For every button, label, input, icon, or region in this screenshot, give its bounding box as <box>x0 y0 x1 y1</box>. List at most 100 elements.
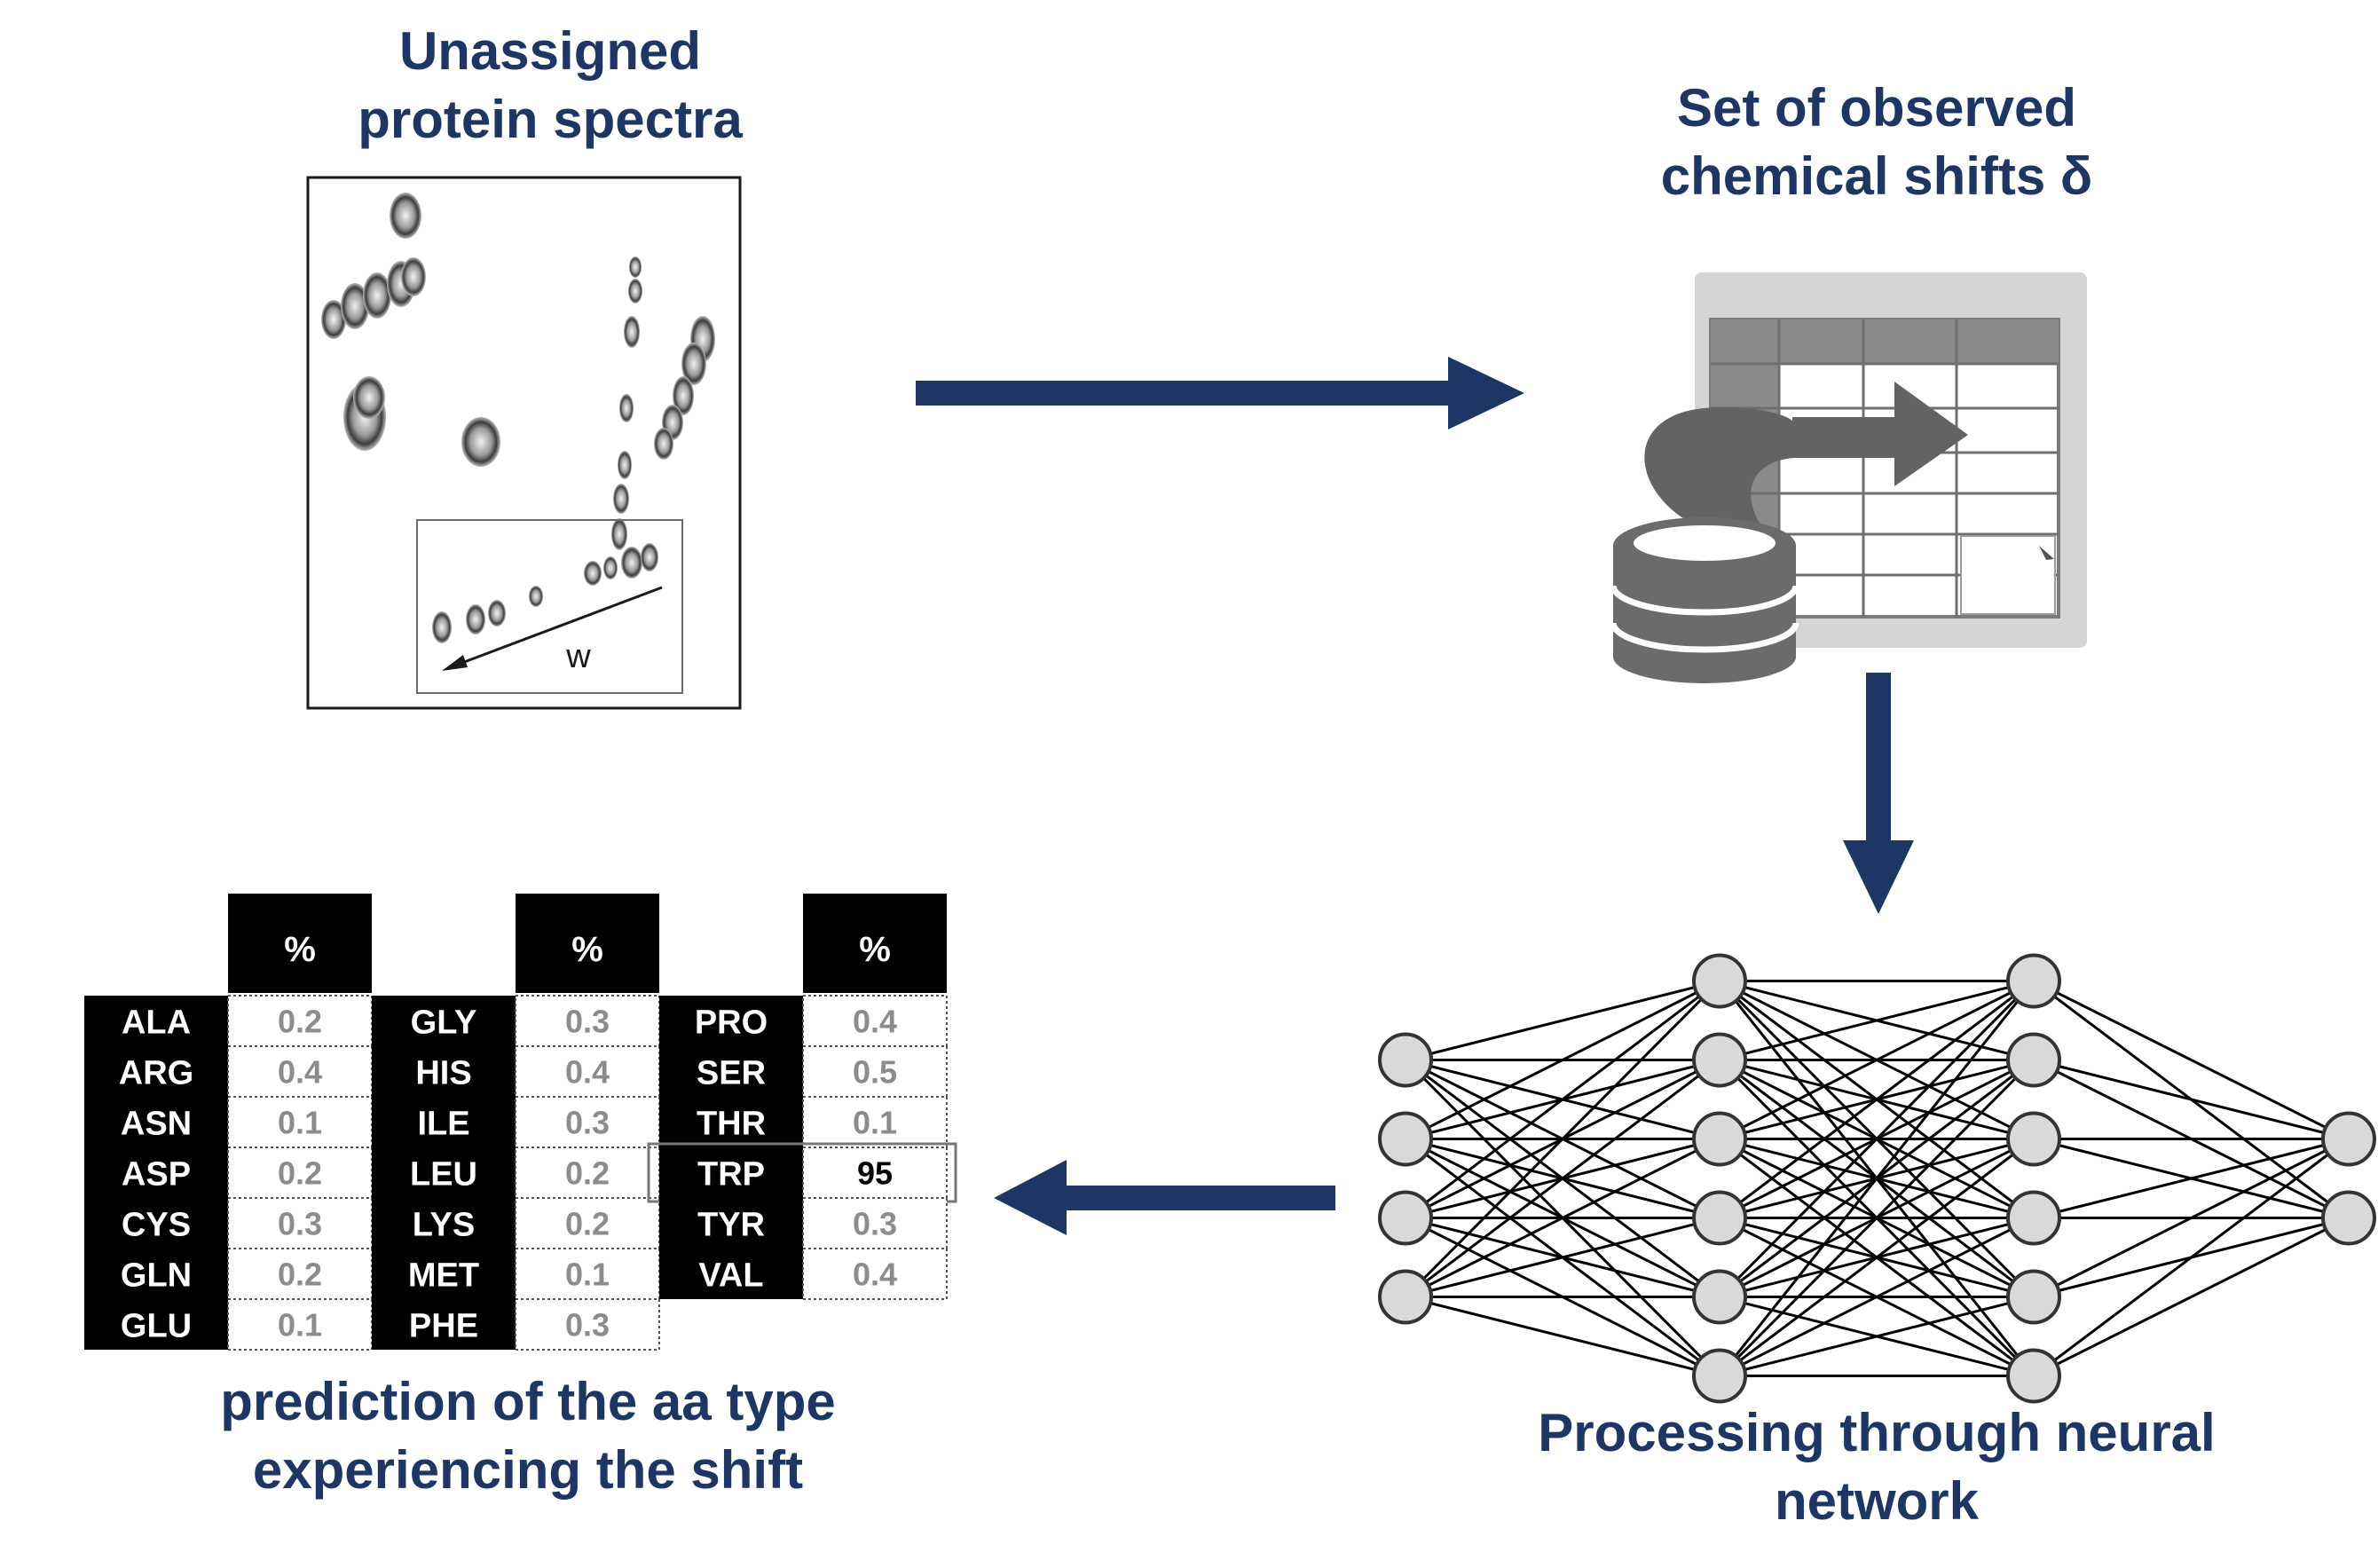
table-name-cell <box>372 1046 516 1097</box>
network-edge <box>2033 980 2350 1140</box>
probability-value: 0.1 <box>565 1257 610 1293</box>
amino-acid-label: PHE <box>409 1308 478 1345</box>
caption-shifts: Set of observed chemical shifts δ <box>1571 75 2183 211</box>
network-node-layer-2 <box>1692 1032 1747 1088</box>
table-name-cell <box>372 1249 516 1299</box>
spectrum-peak <box>673 376 694 415</box>
network-node-layer-2 <box>1692 1111 1747 1167</box>
spectrum-peak <box>584 561 602 586</box>
probability-value: 0.2 <box>565 1206 610 1242</box>
spectrum-peak <box>641 543 658 571</box>
table-value-cell <box>227 1096 373 1148</box>
amino-acid-label: GLY <box>411 1005 477 1042</box>
probability-value: 0.3 <box>565 1307 610 1343</box>
database-cylinder-icon <box>1610 517 1799 683</box>
table-value-cell <box>227 995 373 1047</box>
table-name-cell <box>372 1198 516 1249</box>
table-value-cell <box>227 1197 373 1249</box>
database-spreadsheet-icon <box>1610 272 2087 683</box>
network-node-layer-1 <box>1378 1269 1433 1325</box>
spectrum-peaks <box>321 193 715 550</box>
network-edge <box>1719 980 2035 1219</box>
network-node-layer-2 <box>1692 953 1747 1009</box>
spectrum-peak <box>611 518 627 550</box>
table-name-cell <box>372 1147 516 1198</box>
amino-acid-label: VAL <box>698 1257 763 1295</box>
network-edge <box>2033 1217 2350 1377</box>
probability-value: 0.3 <box>565 1105 610 1141</box>
table-name-cell <box>84 1249 228 1299</box>
spectrum-peak <box>654 428 673 460</box>
spectrum-peak <box>529 586 543 607</box>
network-edge <box>2033 1138 2350 1377</box>
table-name-cell <box>659 1198 803 1249</box>
amino-acid-label: THR <box>697 1106 766 1143</box>
probability-value: 95 <box>857 1155 893 1192</box>
network-edge <box>1718 980 2035 1298</box>
spectrum-peak <box>432 611 452 643</box>
amino-acid-label: GLU <box>121 1308 192 1345</box>
table-name-cell <box>659 1097 803 1147</box>
amino-acid-label: ALA <box>122 1005 191 1042</box>
network-edge <box>1405 980 1721 1219</box>
curved-arrow-icon <box>1644 382 1968 532</box>
spectrum-peak <box>401 257 426 296</box>
table-name-cell <box>372 1097 516 1147</box>
network-edge <box>1719 980 2035 1140</box>
amino-acid-label: LEU <box>410 1156 477 1194</box>
table-name-cell <box>84 996 228 1046</box>
network-edge <box>1405 1138 1721 1298</box>
amino-acid-label: MET <box>408 1257 479 1295</box>
table-value-cell <box>227 1146 373 1199</box>
probability-value: 0.1 <box>278 1307 322 1343</box>
probability-value: 0.1 <box>853 1105 897 1141</box>
flow-arrows <box>916 357 1914 1235</box>
table-value-cell <box>802 1248 948 1300</box>
neural-network-edges <box>1404 980 2350 1377</box>
network-edge <box>1405 1059 1721 1298</box>
table-name-cell <box>84 1198 228 1249</box>
spectrum-peak <box>466 604 485 634</box>
network-node-layer-2 <box>1692 1348 1747 1404</box>
arrow-right-icon <box>916 357 1524 429</box>
table-name-cell <box>372 996 516 1046</box>
network-node-layer-2 <box>1692 1269 1747 1325</box>
table-value-cell <box>802 1197 948 1249</box>
caption-shifts-line1: Set of observed <box>1676 78 2077 138</box>
table-value-cell <box>802 995 948 1047</box>
amino-acid-label: SER <box>697 1055 766 1092</box>
spectrum-peak <box>619 394 634 422</box>
table-name-cell <box>372 1299 516 1350</box>
spectrum-peak <box>321 300 346 339</box>
amino-acid-label: GLN <box>121 1257 192 1295</box>
probability-value: 0.3 <box>278 1206 322 1242</box>
neural-network-nodes <box>1378 953 2376 1404</box>
table-header-cell <box>803 894 947 993</box>
table-name-cell <box>84 1147 228 1198</box>
caption-network-line2: network <box>1774 1470 1980 1531</box>
network-edge <box>2033 1059 2350 1140</box>
probability-value: 0.2 <box>278 1257 322 1293</box>
w-axis-label: w <box>565 638 591 675</box>
network-node-layer-1 <box>1378 1190 1433 1246</box>
table-header-percent: % <box>284 930 316 969</box>
caption-prediction-line1: prediction of the aa type <box>220 1372 836 1431</box>
table-name-cell <box>659 996 803 1046</box>
amino-acid-label: ARG <box>119 1055 193 1092</box>
zoom-box-peaks <box>432 543 658 643</box>
w-axis-arrowhead <box>442 655 468 671</box>
network-edge <box>1718 1059 2035 1377</box>
amino-acid-label: ASP <box>122 1156 191 1194</box>
caption-spectra-line1: Unassigned <box>398 21 702 81</box>
table-name-cell <box>84 1097 228 1147</box>
network-node-layer-1 <box>1378 1032 1433 1088</box>
spectrum-peak <box>353 376 385 419</box>
table-value-cell <box>515 1197 660 1249</box>
cylinder-band <box>1610 585 1799 616</box>
table-value-cell <box>515 995 660 1047</box>
probability-value: 0.3 <box>853 1206 897 1242</box>
amino-acid-label: LYS <box>413 1207 475 1244</box>
network-edge <box>1719 1217 2035 1377</box>
table-header-percent: % <box>859 930 891 969</box>
